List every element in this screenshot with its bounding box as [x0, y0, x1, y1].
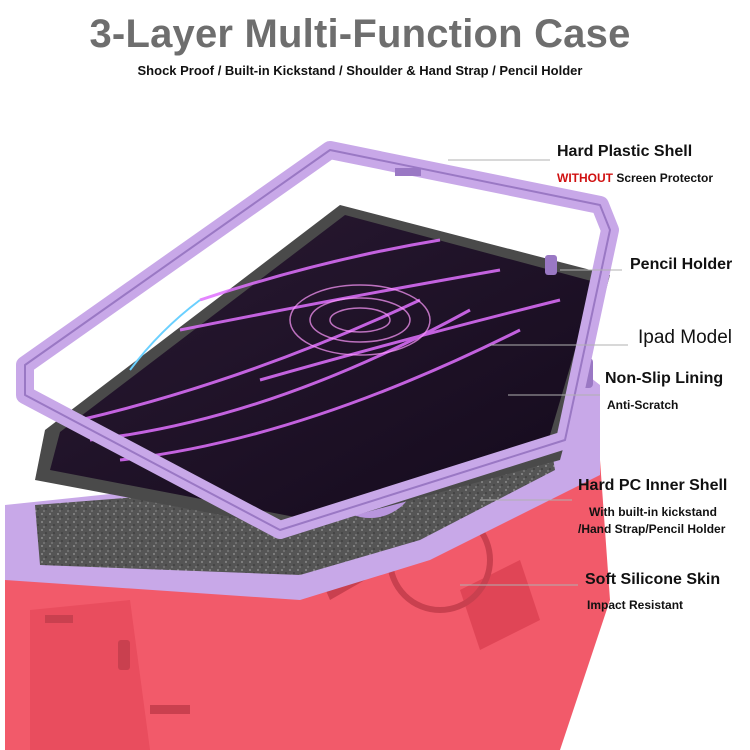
feature-subtitle: Shock Proof / Built-in Kickstand / Shoul… — [137, 63, 583, 78]
label-hard-shell: Hard Plastic Shell — [557, 143, 693, 160]
screen-protector-text: Screen Protector — [613, 171, 714, 185]
label-ipad-model: Ipad Model — [638, 327, 733, 348]
label-pencil-holder: Pencil Holder — [630, 256, 733, 273]
hard-shell — [16, 141, 619, 539]
page-title: 3-Layer Multi-Function Case — [89, 12, 631, 56]
label-inner-shell: Hard PC Inner Shell — [578, 477, 728, 494]
label-lining: Non-Slip Lining — [605, 370, 724, 387]
label-inner-sub-1: With built-in kickstand — [589, 505, 717, 519]
label-inner-sub-2: /Hand Strap/Pencil Holder — [578, 522, 726, 536]
callout-lines — [448, 159, 628, 586]
label-silicone-sub: Impact Resistant — [587, 598, 684, 612]
ipad-model — [35, 205, 610, 530]
label-hard-shell-note: WITHOUT Screen Protector — [557, 171, 713, 185]
label-silicone: Soft Silicone Skin — [585, 571, 721, 588]
label-lining-sub: Anti-Scratch — [607, 398, 679, 412]
without-badge: WITHOUT — [557, 171, 613, 185]
